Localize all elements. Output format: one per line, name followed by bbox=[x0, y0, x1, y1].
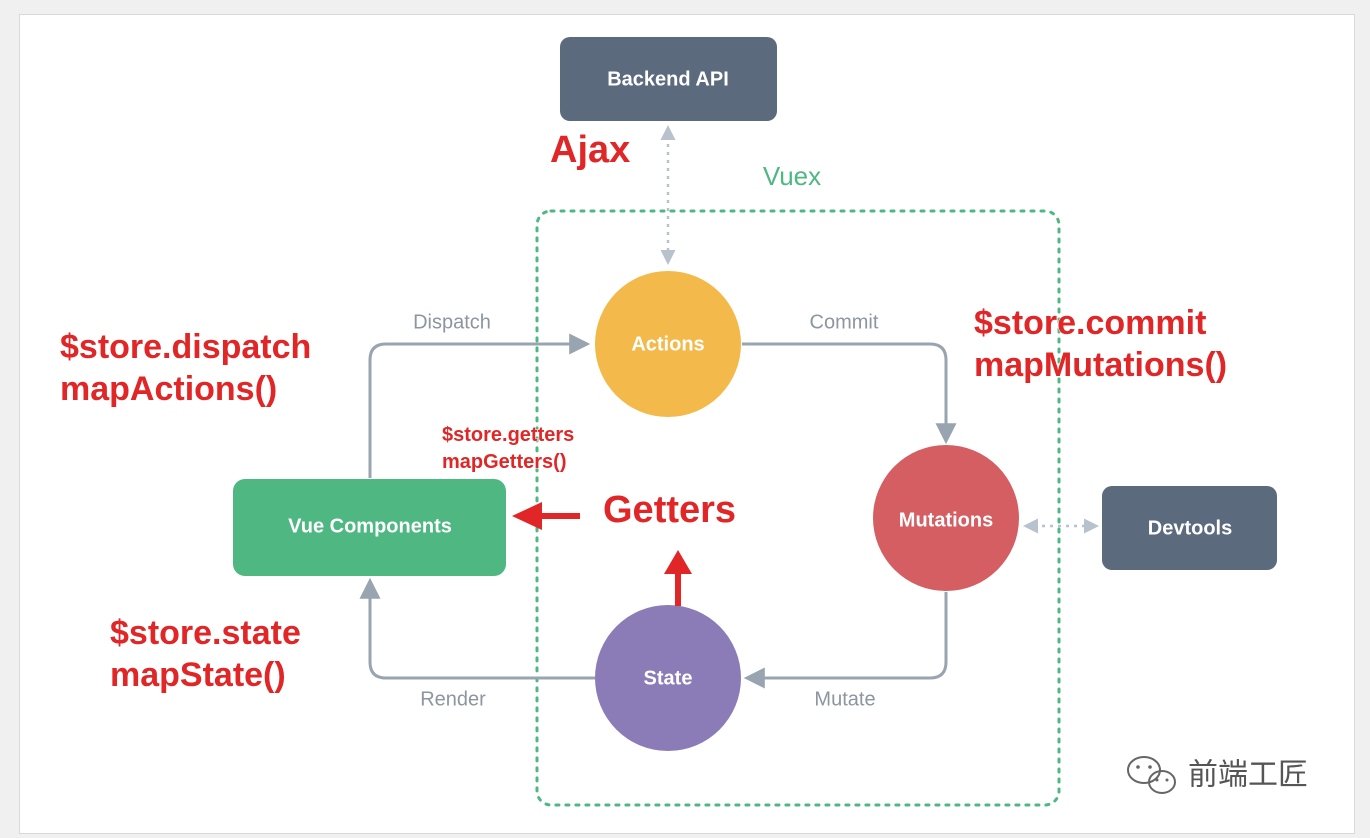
getters-annotation-line1: $store.getters bbox=[442, 424, 574, 446]
dispatch-arrow bbox=[368, 333, 591, 478]
vue-components-node bbox=[233, 479, 506, 576]
getters-annotation-line2: mapGetters() bbox=[442, 451, 566, 473]
vue-components-label: Vue Components bbox=[288, 515, 452, 537]
getters-annotation: Getters bbox=[603, 489, 736, 531]
vuex-label: Vuex bbox=[763, 161, 821, 191]
commit-label: Commit bbox=[810, 311, 879, 333]
getters-to-components-arrow bbox=[512, 502, 580, 530]
dispatch-annotation-line2: mapActions() bbox=[60, 370, 277, 408]
devtools-label: Devtools bbox=[1148, 517, 1232, 539]
state-to-getters-arrow bbox=[664, 550, 692, 606]
backend-api-node bbox=[560, 37, 777, 121]
actions-node bbox=[595, 271, 741, 417]
dispatch-annotation-line1: $store.dispatch bbox=[60, 328, 311, 366]
mutate-label: Mutate bbox=[814, 688, 875, 710]
wechat-icon bbox=[1127, 756, 1176, 794]
ajax-annotation: Ajax bbox=[550, 129, 630, 171]
state-label: State bbox=[644, 667, 693, 689]
mutations-node bbox=[873, 445, 1019, 591]
actions-label: Actions bbox=[631, 333, 704, 355]
mutations-label: Mutations bbox=[899, 509, 993, 531]
commit-annotation-line2: mapMutations() bbox=[974, 346, 1227, 384]
state-annotation-line2: mapState() bbox=[110, 656, 286, 694]
watermark: 前端工匠 bbox=[1127, 756, 1308, 794]
dispatch-label: Dispatch bbox=[413, 311, 491, 333]
watermark-text: 前端工匠 bbox=[1188, 758, 1308, 793]
mutate-arrow bbox=[743, 592, 948, 689]
state-annotation-line1: $store.state bbox=[110, 614, 301, 652]
commit-arrow bbox=[742, 342, 957, 445]
backend-api-label: Backend API bbox=[607, 68, 729, 90]
devtools-node bbox=[1102, 486, 1277, 570]
state-node bbox=[595, 605, 741, 751]
render-label: Render bbox=[420, 688, 486, 710]
commit-annotation-line1: $store.commit bbox=[974, 304, 1206, 342]
render-arrow bbox=[359, 577, 595, 680]
